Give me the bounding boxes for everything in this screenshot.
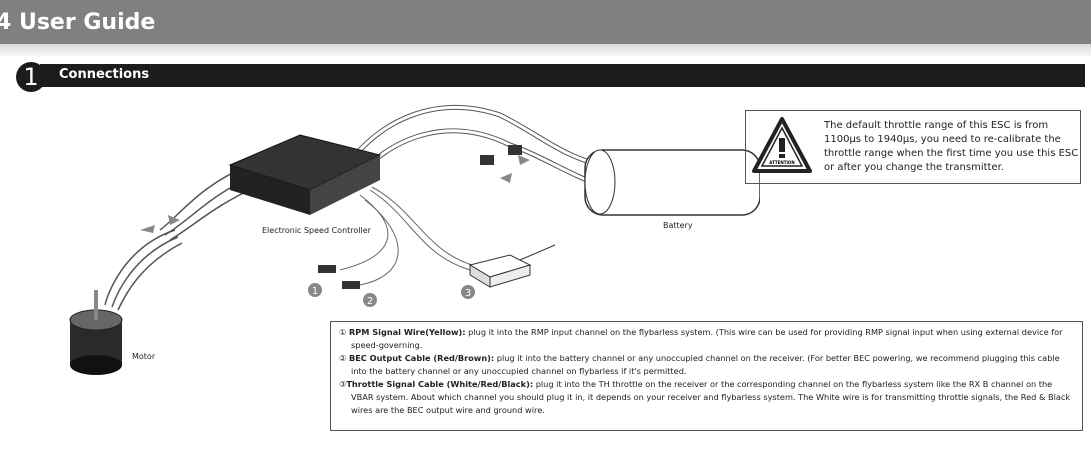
svg-text:ATTENTION: ATTENTION: [769, 160, 794, 165]
battery-pack: [584, 149, 760, 216]
header-shadow: [0, 44, 1091, 58]
attention-text: The default throttle range of this ESC i…: [824, 120, 1079, 173]
connection-diagram: 1 2 3: [69, 105, 760, 375]
wire-notes: ① RPM Signal Wire(Yellow): plug it into …: [330, 321, 1083, 431]
svg-text:3: 3: [465, 288, 471, 299]
esc-label: Electronic Speed Controller: [262, 226, 371, 235]
attention-box: ATTENTION The default throttle range of …: [745, 110, 1081, 184]
battery-label: Battery: [663, 221, 693, 230]
note-rpm: ① RPM Signal Wire(Yellow): plug it into …: [339, 327, 1063, 350]
note-bec: ② BEC Output Cable (Red/Brown): plug it …: [339, 353, 1060, 376]
section-number: 1: [16, 62, 46, 92]
motor: [69, 290, 123, 375]
signal-wires: [339, 186, 473, 286]
esc-body: [228, 134, 382, 215]
connector-plugs: [318, 145, 522, 289]
markers: 1 2 3: [308, 283, 475, 307]
receiver: [468, 244, 556, 288]
note-throttle: ③Throttle Signal Cable (White/Red/Black)…: [339, 379, 1071, 415]
attention-icon: ATTENTION: [752, 117, 812, 173]
header-bar: 4 User Guide: [0, 0, 1091, 44]
section-bar: [40, 64, 1085, 87]
svg-text:2: 2: [367, 296, 373, 307]
svg-text:1: 1: [312, 286, 318, 297]
section-title: Connections: [59, 67, 150, 82]
arrow-icons: [140, 155, 530, 233]
page-title: 4 User Guide: [0, 10, 156, 35]
motor-label: Motor: [132, 352, 156, 361]
